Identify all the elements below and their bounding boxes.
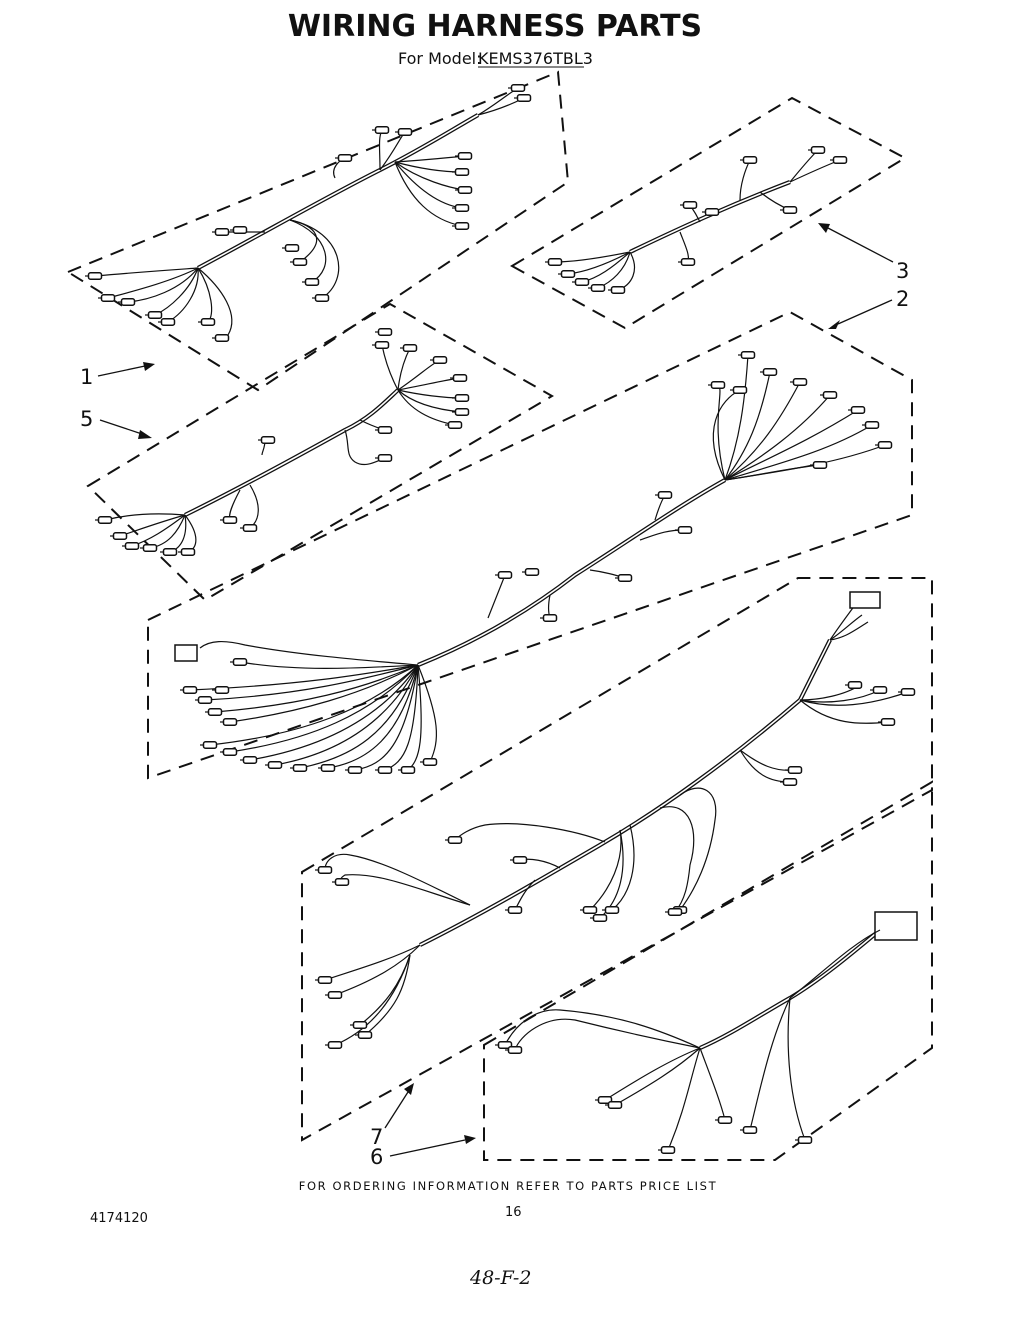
callout-label-3: 3 bbox=[896, 259, 909, 283]
callout-3: 3 bbox=[818, 223, 909, 283]
panel-3-outline bbox=[509, 96, 908, 330]
page-title: WIRING HARNESS PARTS bbox=[288, 9, 702, 44]
harness-panel-5 bbox=[86, 302, 554, 602]
callout-6: 6 bbox=[370, 1135, 476, 1169]
page-number: 16 bbox=[505, 1205, 522, 1220]
handwritten-note: 48-F-2 bbox=[469, 1267, 531, 1289]
harness-panel-1 bbox=[65, 70, 570, 392]
callout-7: 7 bbox=[370, 1083, 414, 1149]
panel-6-outline bbox=[483, 780, 933, 1161]
connector-block-icon bbox=[174, 644, 198, 662]
callout-label-5: 5 bbox=[80, 407, 93, 431]
harness-panel-7 bbox=[301, 577, 933, 1142]
callout-label-1: 1 bbox=[80, 365, 93, 389]
panel-5-outline bbox=[86, 302, 554, 602]
callout-5: 5 bbox=[80, 407, 152, 439]
document-number: 4174120 bbox=[90, 1211, 148, 1226]
callout-2: 2 bbox=[828, 287, 909, 329]
ordering-note: FOR ORDERING INFORMATION REFER TO PARTS … bbox=[299, 1179, 717, 1193]
callout-label-2: 2 bbox=[896, 287, 909, 311]
harness-panel-6 bbox=[483, 780, 933, 1161]
callout-label-7: 7 bbox=[370, 1125, 383, 1149]
callout-1: 1 bbox=[80, 362, 155, 389]
callout-label-6: 6 bbox=[370, 1145, 383, 1169]
model-label: For Model: bbox=[398, 49, 482, 68]
panel-1-outline bbox=[65, 70, 570, 392]
harness-panel-3 bbox=[509, 96, 908, 330]
panel-7-outline bbox=[301, 577, 933, 1142]
connector-block-icon bbox=[874, 911, 918, 941]
harness-panel-2 bbox=[147, 310, 913, 780]
panel-2-outline bbox=[147, 310, 913, 780]
model-number: KEMS376TBL3 bbox=[478, 49, 593, 68]
